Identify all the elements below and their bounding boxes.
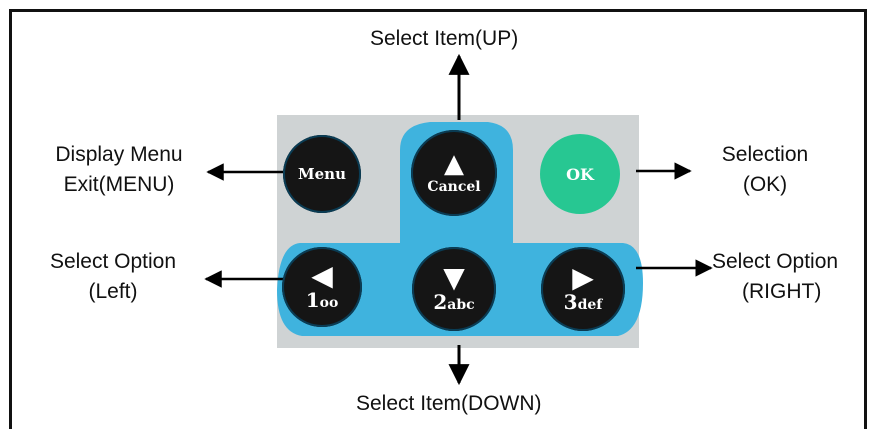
label-ok-line2: (OK) xyxy=(742,173,788,196)
key3-letters: def xyxy=(577,296,603,313)
label-right: Select Option (RIGHT) xyxy=(712,247,862,307)
diagram-frame xyxy=(9,9,867,429)
label-menu-line1: Display Menu xyxy=(55,143,183,166)
label-left-line1: Select Option xyxy=(49,250,177,273)
label-menu-line2: Exit(MENU) xyxy=(63,173,175,196)
triangle-up-icon: ▲ xyxy=(444,149,464,179)
key3-digit: 3 xyxy=(563,289,578,314)
cancel-up-button[interactable]: ▲ Cancel xyxy=(411,130,497,216)
ok-button-label: OK xyxy=(566,164,594,184)
label-ok-line1: Selection xyxy=(721,143,809,166)
triangle-right-icon: ▶ xyxy=(572,260,594,294)
label-right-line2: (RIGHT) xyxy=(742,280,822,303)
label-ok: Selection (OK) xyxy=(700,140,830,200)
label-right-line1: Select Option xyxy=(712,250,839,273)
triangle-left-icon: ◀ xyxy=(311,258,333,292)
menu-button[interactable]: Menu xyxy=(283,135,361,213)
left-1-button[interactable]: ◀ 1oo xyxy=(282,247,362,327)
right-3-button[interactable]: ▶ 3def xyxy=(541,247,625,331)
label-left-line2: (Left) xyxy=(88,280,138,303)
key1-letters: oo xyxy=(319,294,339,311)
key2-letters: abc xyxy=(447,296,475,313)
key1-digit: 1 xyxy=(305,287,320,312)
label-left: Select Option (Left) xyxy=(28,247,198,307)
label-up: Select Item(UP) xyxy=(370,27,519,50)
menu-button-label: Menu xyxy=(298,165,346,183)
down-2-button[interactable]: ▼ 2abc xyxy=(412,247,496,331)
triangle-down-icon: ▼ xyxy=(443,260,465,294)
key2-digit: 2 xyxy=(433,289,448,314)
ok-button[interactable]: OK xyxy=(540,134,620,214)
label-down: Select Item(DOWN) xyxy=(356,392,542,415)
cancel-button-label: Cancel xyxy=(427,179,481,195)
label-menu: Display Menu Exit(MENU) xyxy=(34,140,204,200)
